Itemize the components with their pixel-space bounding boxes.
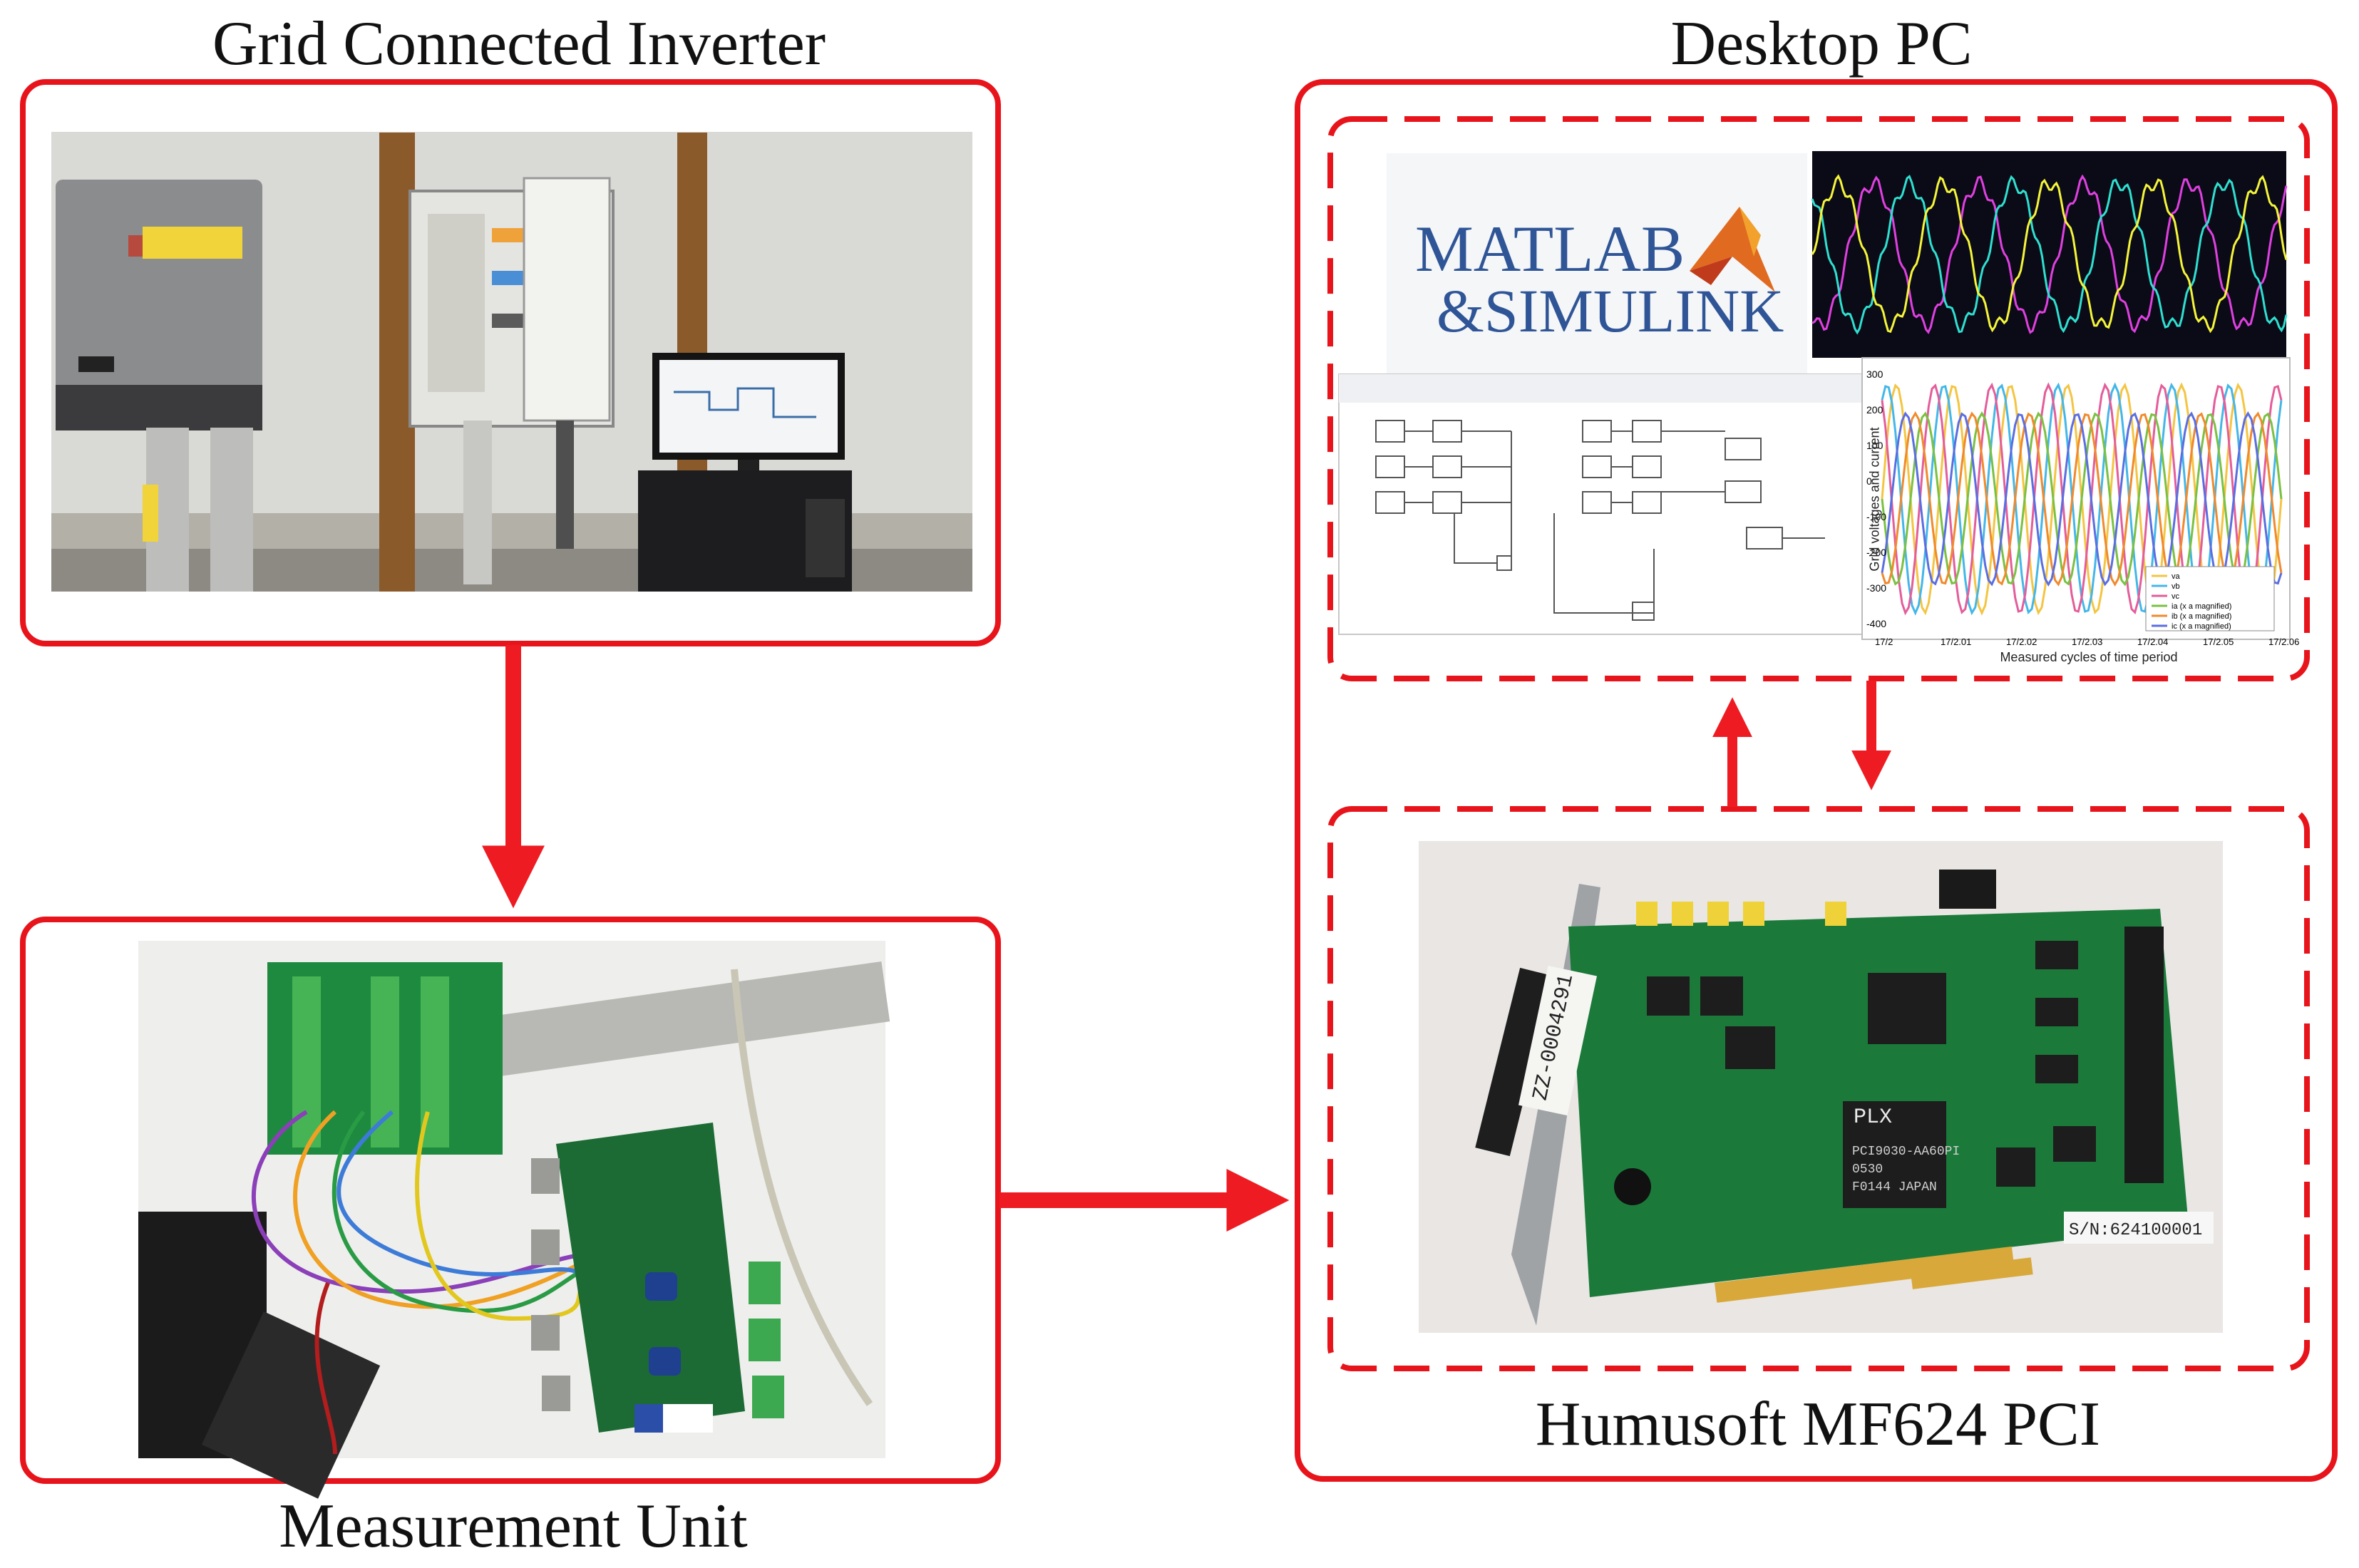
serial-number-label: S/N:624100001	[2069, 1221, 2202, 1240]
plot-y-tick: 200	[1866, 404, 1883, 416]
plot-x-tick: 17/2	[1875, 636, 1893, 647]
plot-y-tick: -100	[1866, 511, 1886, 522]
plot-x-tick: 17/2.01	[1941, 636, 1971, 647]
plx-chip-origin: F0144 JAPAN	[1852, 1180, 1937, 1195]
scope-trace	[1811, 174, 2288, 334]
plot-y-tick: -300	[1866, 582, 1886, 594]
plot-y-tick: -200	[1866, 547, 1886, 558]
inverter-title: Grid Connected Inverter	[212, 9, 826, 78]
plot-x-tick: 17/2.06	[2268, 636, 2299, 647]
screen-dashed-frame	[1327, 116, 2310, 681]
screen-content: 300 200 100 0 -100 -200 -300 -400 17/2 17/2.01 17/…	[1338, 151, 2299, 647]
matlab-logo-line1: MATLAB	[1415, 212, 1685, 285]
legend-entry: ib (x a magnified)	[2172, 612, 2231, 621]
legend-entry: vb	[2172, 582, 2180, 591]
daq-dashed-frame	[1327, 806, 2310, 1371]
plx-chip-brand: PLX	[1854, 1105, 1892, 1130]
simulink-logo-line2: &SIMULINK	[1437, 277, 1784, 345]
plot-legend	[2145, 566, 2275, 631]
plot-xlabel: Measured cycles of time period	[2000, 650, 2178, 664]
plot-x-tick: 17/2.02	[2006, 636, 2037, 647]
legend-entry: vc	[2172, 592, 2180, 601]
legend-entry: ic (x a magnified)	[2172, 622, 2231, 631]
plot-x-tick: 17/2.03	[2072, 636, 2102, 647]
measurement-unit-title: Measurement Unit	[279, 1492, 748, 1561]
daq-card-photo	[1419, 841, 2223, 1333]
plot-x-tick: 17/2.04	[2137, 636, 2168, 647]
plx-chip-part: PCI9030-AA60PI	[1852, 1145, 1960, 1159]
desktop-pc-title: Desktop PC	[1670, 9, 1973, 78]
measurement-photo	[138, 941, 890, 1499]
inverter-photo	[51, 132, 972, 592]
plot-y-tick: -400	[1866, 618, 1886, 629]
scope-trace	[1811, 175, 2288, 335]
plot-y-tick: 0	[1866, 475, 1872, 487]
daq-card-title: Humusoft MF624 PCI	[1535, 1390, 2101, 1459]
legend-entry: ia (x a magnified)	[2172, 602, 2231, 611]
plot-x-tick: 17/2.05	[2203, 636, 2234, 647]
matlab-membrane-icon	[1690, 207, 1775, 292]
legend-entry: va	[2172, 572, 2181, 581]
plot-ylabel: Grid voltages and current	[1867, 427, 1882, 572]
plot-y-tick: 100	[1866, 440, 1883, 451]
plot-y-tick: 300	[1866, 368, 1883, 380]
plx-chip-code: 0530	[1852, 1162, 1883, 1177]
